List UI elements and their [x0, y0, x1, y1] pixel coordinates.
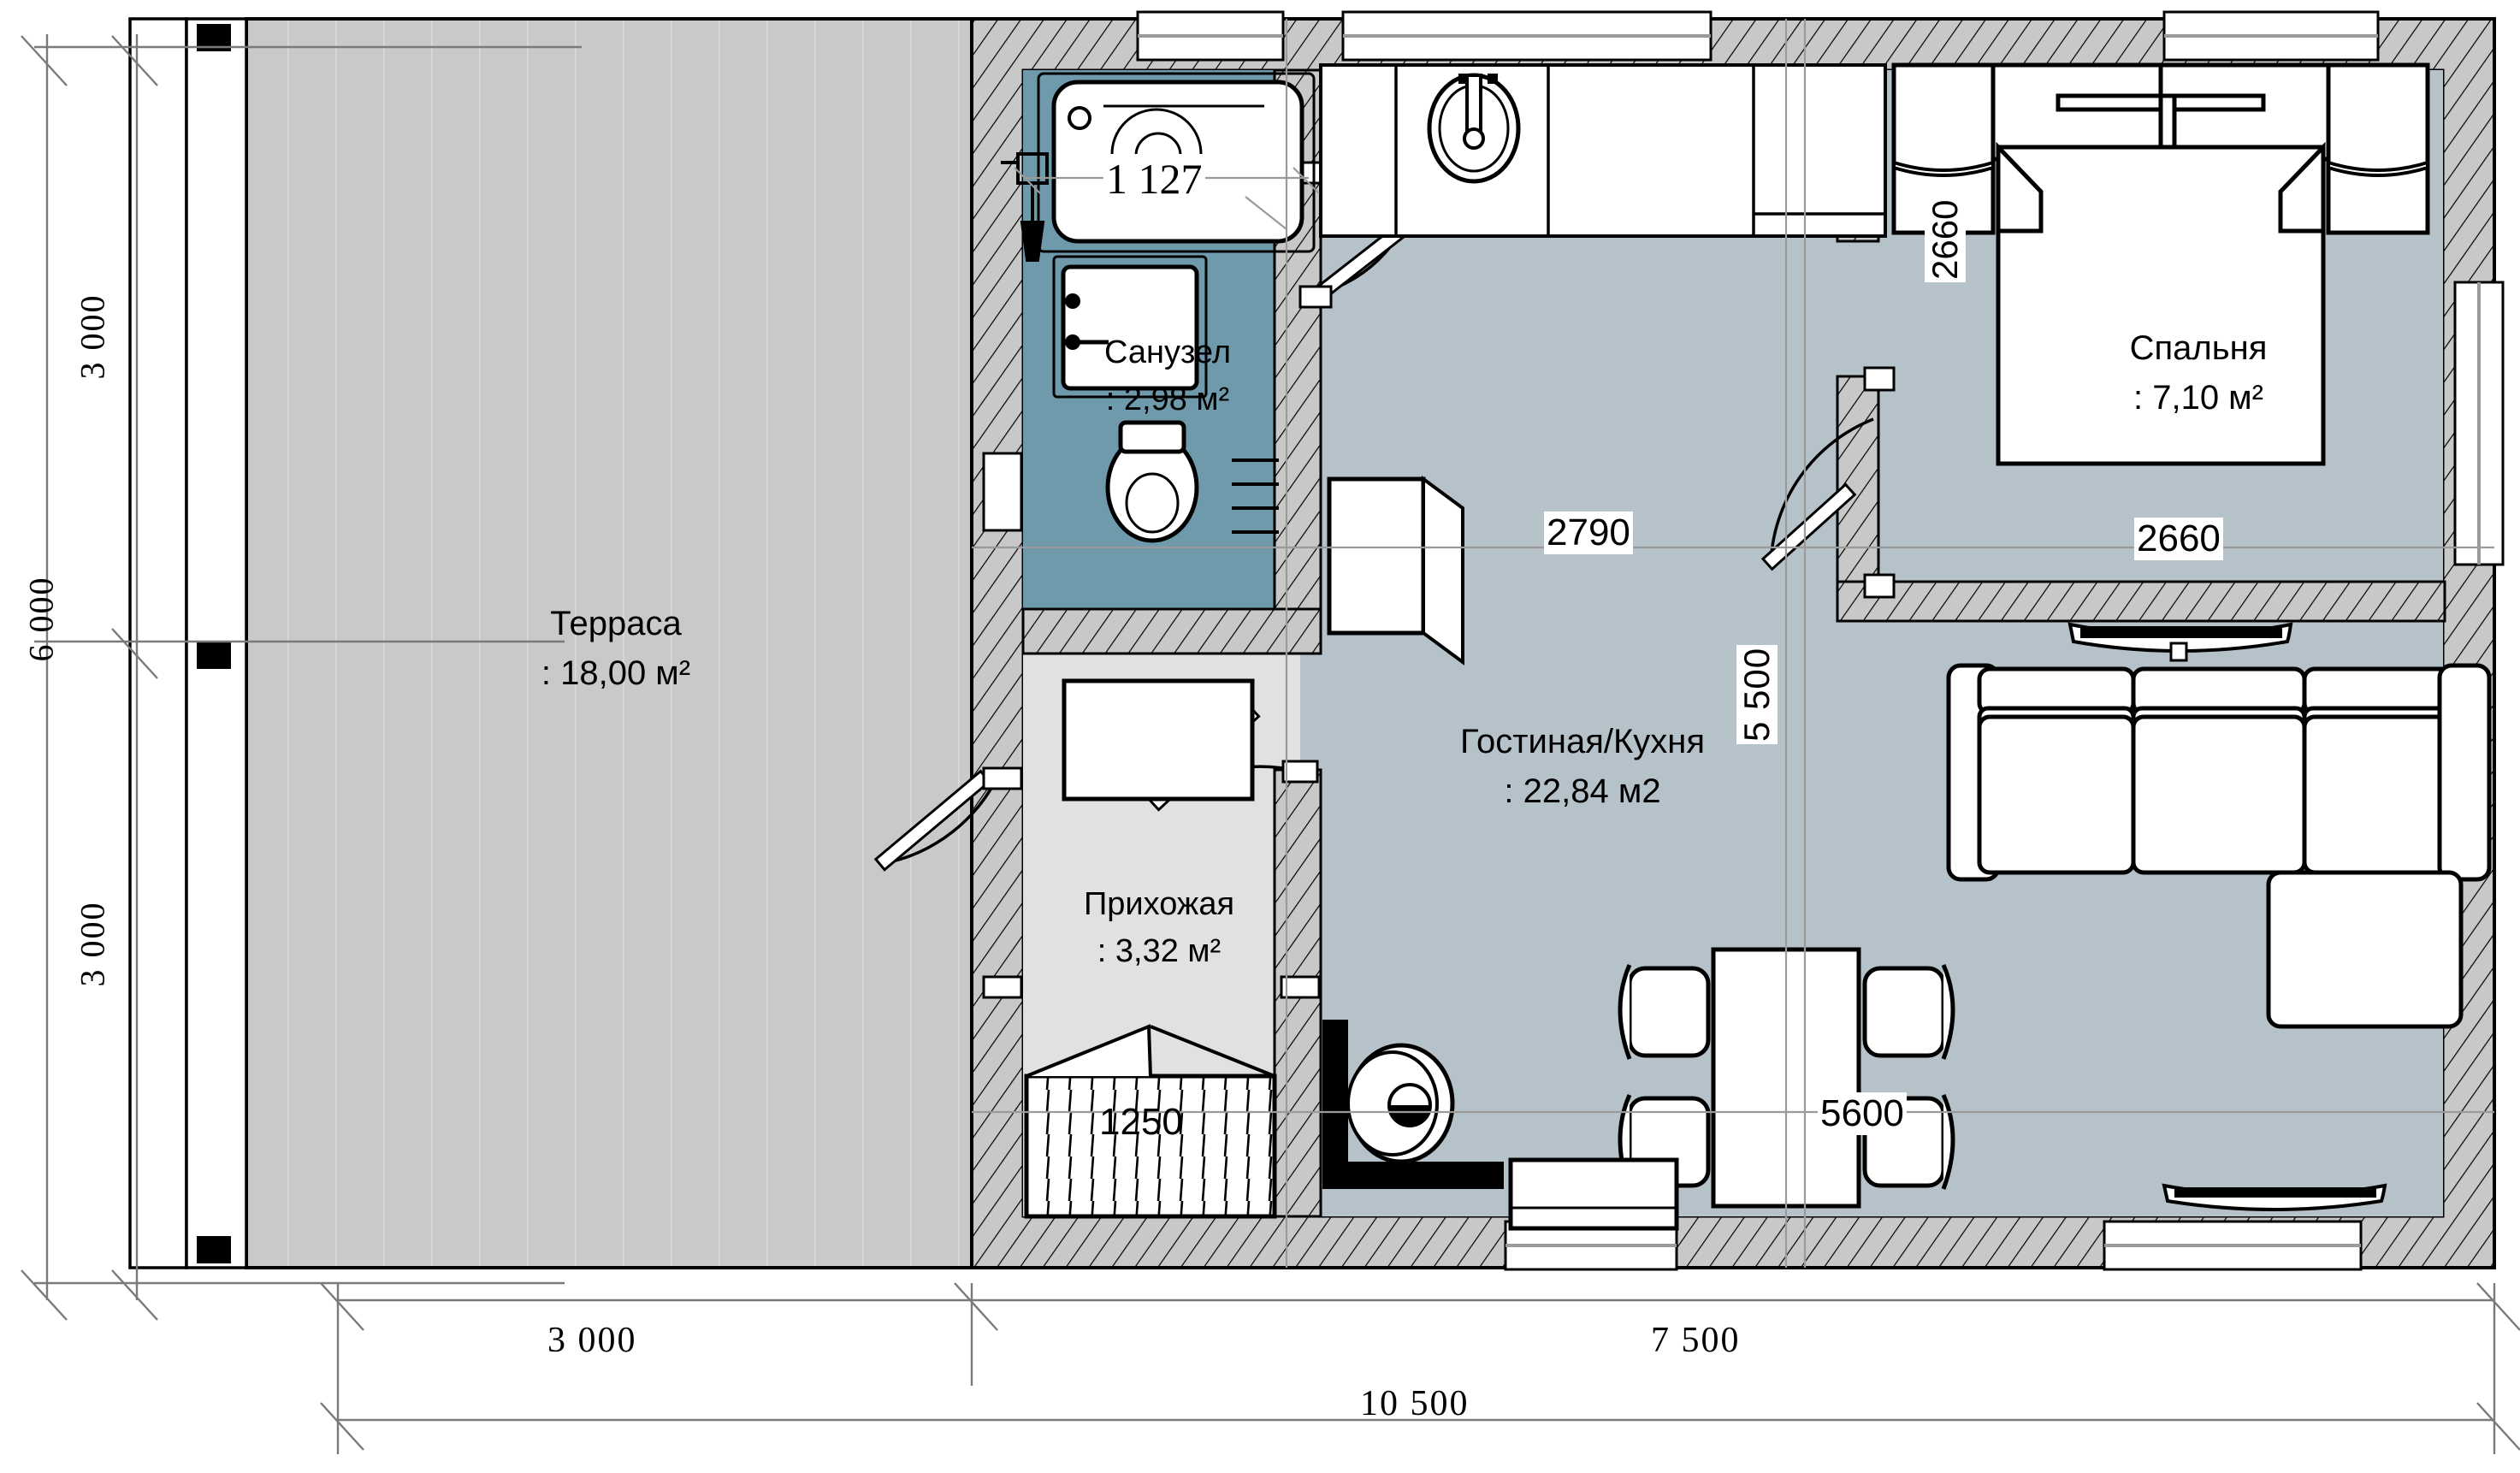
- armchair-entry: [1322, 1020, 1504, 1189]
- room-name-hallway: Прихожая: [1083, 886, 1235, 922]
- kitchen-counter: [1319, 63, 1887, 238]
- room-name-bedroom: Спальня: [2129, 329, 2268, 367]
- dining-chair-3: [1862, 963, 1955, 1060]
- dimension-living-width: 2790: [1544, 512, 1633, 554]
- lowboy-cabinet: [1508, 1157, 1679, 1231]
- washbasin: [1052, 255, 1208, 399]
- terrace-area: [128, 17, 973, 1269]
- dimension-entry-width: 1250: [1099, 1101, 1183, 1143]
- dimension-bottom-total: 10 500: [1360, 1384, 1470, 1423]
- room-name-terrace: Терраса: [550, 605, 682, 642]
- dining-chair-1: [1618, 963, 1711, 1060]
- room-area-hallway: : 3,32 м²: [1097, 933, 1222, 970]
- room-area-terrace: : 18,00 м²: [541, 654, 691, 692]
- room-label-living-kitchen: Гостиная/Кухня : 22,84 м2: [1394, 717, 1771, 816]
- tv-bedroom: [2067, 622, 2293, 662]
- toilet: [1105, 420, 1199, 543]
- room-label-bathroom: Санузел : 2,98 м²: [1026, 329, 1309, 423]
- kitchen-sink: [1427, 73, 1521, 184]
- room-name-bathroom: Санузел: [1103, 334, 1232, 370]
- room-name-living-kitchen: Гостиная/Кухня: [1459, 723, 1706, 760]
- bath-plumbing-icon: [1001, 152, 1049, 262]
- stairs-entry: [1024, 1024, 1277, 1219]
- room-label-bedroom: Спальня : 7,10 м²: [2053, 323, 2344, 423]
- dining-chair-4: [1862, 1093, 1955, 1190]
- dimension-left-upper: 3 000: [73, 293, 112, 380]
- dimension-living-length: 5600: [1818, 1092, 1907, 1135]
- dimension-left-outer: 6 000: [21, 576, 61, 662]
- bottom-dimension-lines: [320, 1282, 2520, 1454]
- windows: [982, 10, 2505, 1271]
- wardrobe-hall: [1062, 678, 1255, 802]
- room-area-bedroom: : 7,10 м²: [2133, 379, 2263, 417]
- doors: [873, 161, 1896, 999]
- left-dimension-lines: [21, 34, 582, 1321]
- dimension-bedroom-width: 2660: [2134, 518, 2223, 560]
- room-label-terrace: Терраса : 18,00 м²: [479, 599, 753, 698]
- centerlines: [972, 19, 2494, 1268]
- dimension-bottom-right: 7 500: [1651, 1321, 1741, 1360]
- room-area-living-kitchen: : 22,84 м2: [1504, 772, 1661, 810]
- refrigerator: [1327, 476, 1464, 666]
- dimension-bath-width: 1 127: [1103, 154, 1205, 204]
- radiator-bath: [1232, 458, 1279, 534]
- double-bed: [1991, 62, 2331, 466]
- dimension-left-lower: 3 000: [73, 901, 112, 987]
- sectional-sofa: [1946, 663, 2492, 1029]
- dimension-bottom-left: 3 000: [547, 1321, 637, 1360]
- nightstand-right: [2326, 62, 2430, 235]
- room-area-bathroom: : 2,98 м²: [1105, 382, 1230, 418]
- dimension-bedroom-height: 2660: [1925, 197, 1966, 282]
- room-label-hallway: Прихожая : 3,32 м²: [1009, 881, 1309, 975]
- tv-stand: [2162, 1183, 2387, 1211]
